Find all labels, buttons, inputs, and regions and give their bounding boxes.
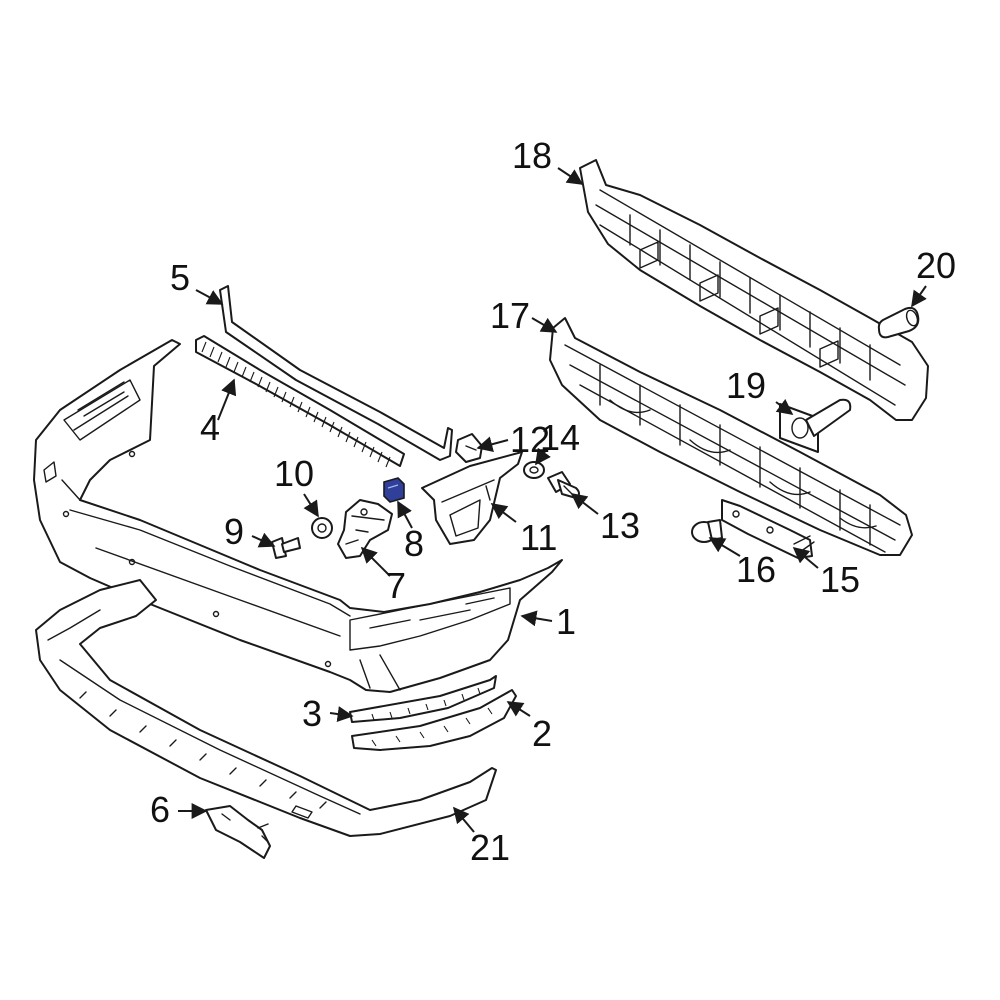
part-2-trim-panel[interactable] [351,689,517,751]
callout-19: 19 [726,365,766,406]
callout-3: 3 [302,693,322,734]
part-1-bumper-cover[interactable] [33,339,563,693]
part-7-sensor-bracket[interactable] [337,499,393,559]
callout-6: 6 [150,789,170,830]
callout-18: 18 [512,135,552,176]
callout-12: 12 [510,419,550,460]
part-10-washer[interactable] [311,517,333,539]
part-14-washer[interactable] [523,461,545,479]
callout-9: 9 [224,511,244,552]
part-21-lower-valance[interactable] [35,579,497,837]
callout-5: 5 [170,257,190,298]
callout-14: 14 [540,417,580,458]
callout-7: 7 [386,565,406,606]
callout-13: 13 [600,505,640,546]
part-4-step-pad[interactable] [195,335,405,468]
part-9-bolt[interactable] [271,537,301,559]
part-18-reinforcement-beam[interactable] [579,159,929,421]
part-20-bumper-stop[interactable] [877,306,920,339]
callout-21: 21 [470,827,510,868]
callout-15: 15 [820,559,860,600]
callouts: 1 2 3 4 5 6 7 8 9 10 11 12 13 14 15 16 1… [150,135,956,868]
part-6-trim-cap[interactable] [205,805,271,859]
callout-20: 20 [916,245,956,286]
callout-8: 8 [404,523,424,564]
callout-17: 17 [490,295,530,336]
callout-11: 11 [520,517,557,558]
leader-lines [178,167,927,833]
callout-4: 4 [200,407,220,448]
part-8-clip-highlighted[interactable] [383,477,405,503]
part-15-bracket[interactable] [721,499,815,559]
part-12-nut[interactable] [455,433,483,463]
part-19-pad[interactable] [779,398,852,453]
part-13-bolt[interactable] [547,471,580,499]
part-5-trim-strip[interactable] [219,285,453,461]
part-16-push-clip[interactable] [691,519,723,543]
callout-2: 2 [532,713,552,754]
part-3-trim-strip[interactable] [349,675,497,723]
callout-10: 10 [274,453,314,494]
callout-1: 1 [556,601,576,642]
callout-16: 16 [736,549,776,590]
part-17-energy-absorber[interactable] [549,317,913,556]
part-11-side-bracket[interactable] [421,451,523,545]
